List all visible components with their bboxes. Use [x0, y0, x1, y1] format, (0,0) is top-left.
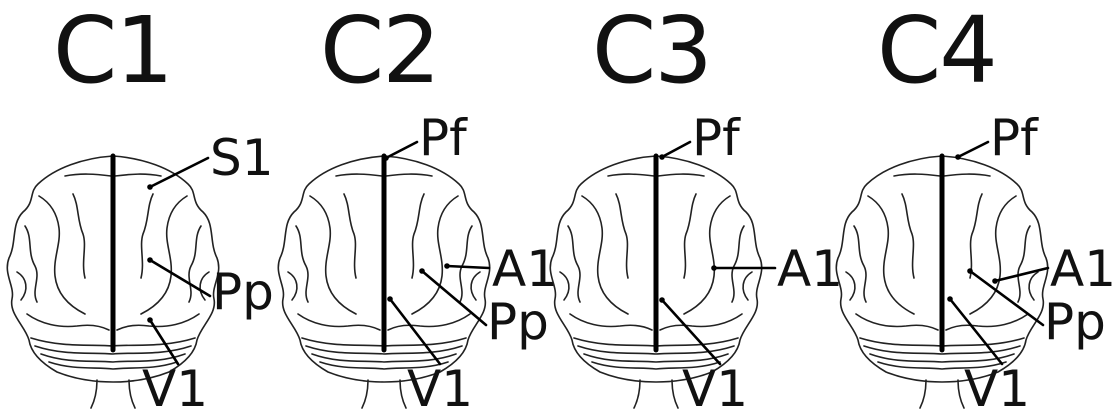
region-marker-a1 — [711, 265, 717, 271]
region-label-a1: A1 — [1050, 240, 1116, 298]
region-marker-v1 — [387, 296, 393, 302]
panel-title: C4 — [877, 0, 996, 104]
region-label-pf: Pf — [692, 109, 741, 167]
leader-line-pf — [958, 142, 988, 157]
leader-line-pp — [150, 260, 210, 296]
leader-line-v1 — [950, 299, 1002, 364]
region-marker-pp — [967, 268, 973, 274]
region-marker-pp — [419, 268, 425, 274]
region-label-v1: V1 — [682, 360, 748, 417]
region-marker-a1 — [444, 263, 450, 269]
region-label-v1: V1 — [142, 360, 208, 417]
region-label-s1: S1 — [210, 129, 274, 187]
region-marker-v1 — [659, 297, 665, 303]
region-marker-a1 — [992, 278, 998, 284]
leader-line-a1 — [995, 268, 1048, 281]
panel-title: C2 — [320, 0, 439, 104]
region-label-pf: Pf — [419, 109, 468, 167]
region-label-pp: Pp — [212, 263, 274, 321]
region-label-a1: A1 — [777, 240, 843, 298]
leader-line-s1 — [150, 158, 208, 187]
leader-line-pp — [422, 271, 486, 325]
region-label-v1: V1 — [407, 360, 473, 417]
region-marker-s1 — [147, 184, 153, 190]
region-marker-pp — [147, 257, 153, 263]
region-marker-v1 — [947, 296, 953, 302]
region-marker-pf — [659, 154, 665, 160]
leader-line-pf — [386, 142, 417, 158]
region-marker-pf — [955, 154, 961, 160]
panel-title: C1 — [53, 0, 172, 104]
panel-title: C3 — [592, 0, 711, 104]
region-marker-pf — [383, 155, 389, 161]
leader-line-pf — [662, 142, 690, 157]
region-label-pf: Pf — [990, 109, 1039, 167]
leader-line-v1 — [390, 299, 440, 364]
leader-line-a1 — [447, 266, 489, 268]
region-marker-v1 — [147, 317, 153, 323]
region-label-pp: Pp — [487, 293, 549, 351]
region-label-v1: V1 — [964, 360, 1030, 417]
region-label-a1: A1 — [492, 240, 558, 298]
region-label-pp: Pp — [1044, 293, 1106, 351]
